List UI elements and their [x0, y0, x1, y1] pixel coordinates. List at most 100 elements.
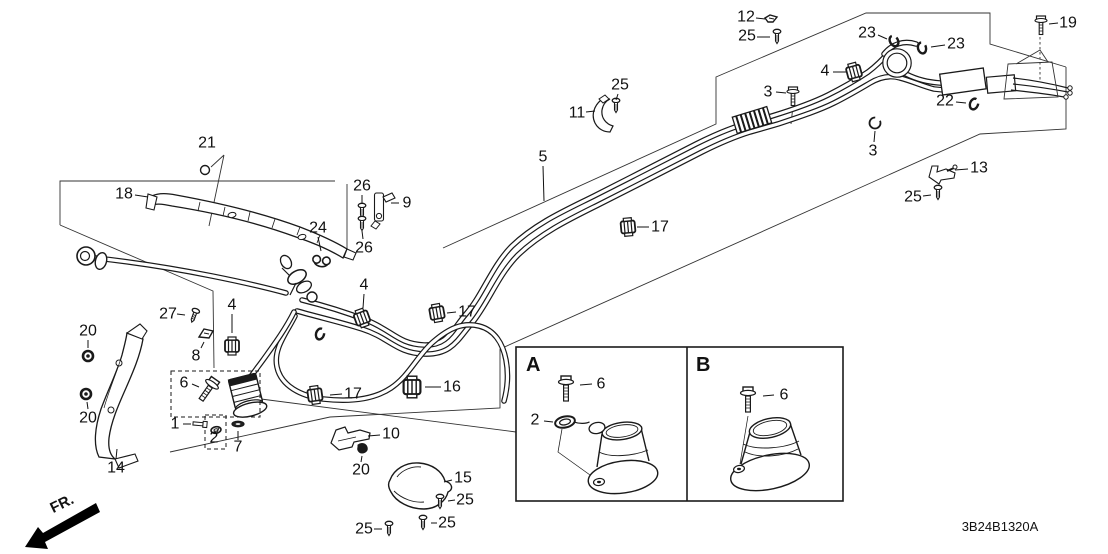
callout-leader-23 [877, 34, 888, 40]
bracket-18-pipe-stay [145, 192, 357, 261]
callout-label-25: 25 [456, 492, 474, 509]
lower-pipe-connector [227, 372, 268, 418]
callout-label-4: 4 [821, 63, 830, 80]
inset-a-label: A [526, 354, 540, 376]
callout-label-10: 10 [382, 426, 400, 443]
bracket-13 [928, 164, 958, 185]
part-6-boltbig [557, 375, 575, 402]
part-16-clamp [402, 375, 422, 399]
callout-leader-18 [134, 194, 149, 198]
inset-boxes [515, 346, 844, 502]
bracket-9 [370, 192, 396, 230]
callout-leader-20 [86, 401, 89, 410]
callout-label-6: 6 [597, 376, 606, 393]
callout-label-4: 4 [228, 297, 237, 314]
part-6-boltbig [198, 375, 221, 403]
inset-box-outline [515, 346, 844, 502]
cover-15 [387, 462, 453, 510]
callout-leader-24 [317, 236, 322, 252]
part-6-boltbig [739, 386, 757, 413]
callout-label-25: 25 [438, 515, 456, 532]
callout-label-17: 17 [458, 304, 476, 321]
gasket-cap [588, 421, 606, 435]
callout-leader-27 [176, 313, 186, 316]
part-17-clamp [306, 384, 324, 406]
part-23-clip [888, 34, 900, 48]
part-3-bolt [786, 86, 800, 107]
front-direction-arrow: FR. [25, 491, 100, 549]
pump-connector-assembly [938, 49, 1073, 100]
callout-leader-4 [362, 293, 365, 309]
callout-label-24: 24 [309, 220, 327, 237]
junction-fittings [76, 246, 318, 303]
part-20-clipu [357, 443, 368, 454]
callout-leader-14 [115, 448, 118, 460]
callout-leader-17 [446, 311, 457, 314]
callout-label-3: 3 [869, 143, 878, 160]
part-3-ring [868, 116, 882, 130]
callout-label-15: 15 [454, 470, 472, 487]
callout-label-20: 20 [79, 323, 97, 340]
callout-leader-13 [954, 168, 969, 171]
callout-label-22: 22 [936, 93, 954, 110]
callout-leader-25 [922, 194, 932, 197]
callout-label-25: 25 [738, 28, 756, 45]
fr-arrow-icon [25, 503, 100, 549]
part-17-clamp [428, 302, 446, 324]
callout-label-17: 17 [651, 219, 669, 236]
callout-label-3: 3 [764, 84, 773, 101]
part-20-grommet [79, 387, 93, 401]
part-21-circle [199, 164, 211, 176]
callout-leader-20 [360, 455, 363, 463]
part-4-clamp [845, 61, 863, 83]
inset-a-joint-part [557, 421, 659, 495]
callout-label-18: 18 [115, 186, 133, 203]
callout-leader-8 [200, 341, 205, 349]
group-boundary-lines [59, 12, 1067, 453]
callout-label-1: 1 [171, 416, 180, 433]
left-fuel-hose [96, 258, 286, 293]
part-8-wedge [197, 328, 215, 339]
part-25-screw [933, 184, 943, 201]
fr-label: FR. [47, 491, 76, 517]
callout-label-4: 4 [360, 277, 369, 294]
callout-label-25: 25 [355, 521, 373, 538]
callout-label-8: 8 [192, 348, 201, 365]
callout-label-23: 23 [947, 36, 965, 53]
callout-label-25: 25 [904, 189, 922, 206]
diagram-code: 3B24B1320A [962, 519, 1039, 534]
callout-label-16: 16 [443, 379, 461, 396]
callout-leader-3 [873, 130, 876, 143]
callout-leader-23 [930, 44, 946, 48]
bracket-10 [330, 426, 371, 451]
part-2-gasket [554, 415, 590, 429]
callout-label-25: 25 [611, 77, 629, 94]
callout-label-2: 2 [531, 412, 540, 429]
pipe-flange [287, 269, 307, 285]
callout-label-19: 19 [1059, 15, 1077, 32]
callout-label-20: 20 [79, 410, 97, 427]
callout-leader-22 [955, 101, 967, 104]
part-25-screw [435, 493, 445, 510]
fuel-return-pipe [297, 77, 954, 354]
callout-label-14: 14 [107, 460, 125, 477]
callout-leader-11 [585, 110, 596, 113]
connector-tubes [1010, 77, 1069, 98]
part-4-clamp [353, 307, 371, 329]
dashed-detail-boxes [170, 370, 261, 450]
callout-label-13: 13 [970, 160, 988, 177]
part-19-bolt [1034, 15, 1048, 36]
callout-label-6: 6 [180, 375, 189, 392]
callout-label-26: 26 [353, 178, 371, 195]
part-4-clamp [224, 336, 240, 356]
callout-label-9: 9 [403, 195, 412, 212]
callout-leader-17 [329, 393, 343, 396]
callout-leader-15 [443, 479, 453, 483]
callout-label-6: 6 [780, 387, 789, 404]
callout-leader-10 [367, 434, 381, 437]
callout-label-26: 26 [355, 240, 373, 257]
part-25-screw [384, 520, 394, 537]
part-20-grommet [81, 349, 95, 363]
callout-21-lines [208, 154, 225, 227]
